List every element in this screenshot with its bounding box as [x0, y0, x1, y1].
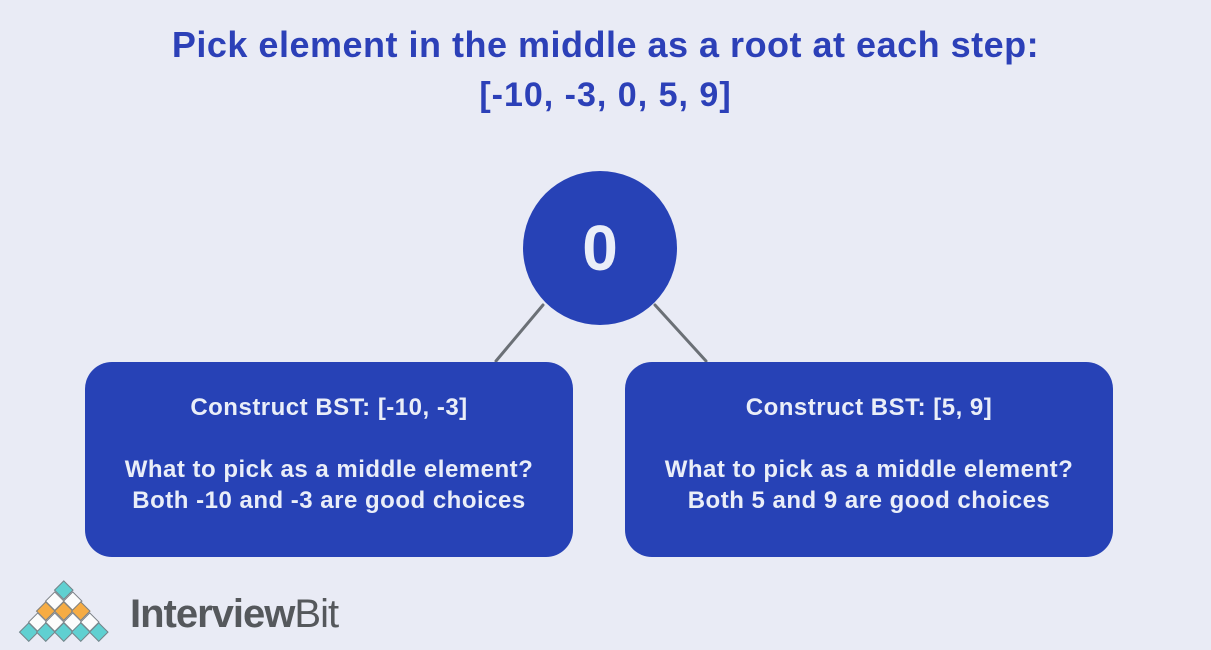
diagram-title: Pick element in the middle as a root at … [0, 24, 1211, 115]
left-box-heading: Construct BST: [-10, -3] [190, 394, 468, 421]
wordmark-bit: Bit [294, 592, 339, 636]
edge-right [653, 303, 708, 363]
right-subtree-box: Construct BST: [5, 9] What to pick as a … [625, 362, 1113, 557]
interviewbit-pyramid-icon [18, 580, 109, 644]
root-node-value: 0 [582, 212, 618, 284]
left-box-body: What to pick as a middle element? Both -… [85, 454, 573, 516]
right-box-body: What to pick as a middle element? Both 5… [625, 454, 1113, 516]
right-box-heading: Construct BST: [5, 9] [745, 394, 993, 421]
interviewbit-logo: InterviewBit [18, 580, 339, 644]
left-box-question: What to pick as a middle element? [124, 456, 534, 483]
right-box-answer: Both 5 and 9 are good choices [687, 487, 1051, 514]
title-array-line: [-10, -3, 0, 5, 9] [479, 76, 732, 114]
left-subtree-box: Construct BST: [-10, -3] What to pick as… [85, 362, 573, 557]
edge-left [494, 303, 545, 363]
root-node: 0 [523, 171, 677, 325]
right-box-question: What to pick as a middle element? [664, 456, 1074, 483]
title-line-1: Pick element in the middle as a root at … [171, 24, 1040, 65]
left-box-answer: Both -10 and -3 are good choices [132, 487, 526, 514]
wordmark-interview: Interview [130, 592, 295, 636]
interviewbit-wordmark: InterviewBit [130, 592, 339, 637]
